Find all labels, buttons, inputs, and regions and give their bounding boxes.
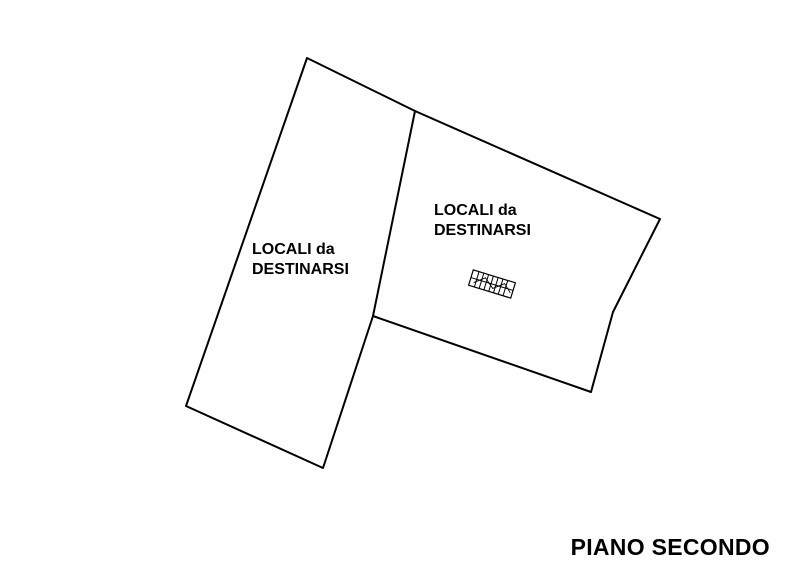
stairs-icon (467, 269, 517, 299)
dividing-wall (372, 110, 416, 317)
room-label-right: LOCALI da DESTINARSI (434, 201, 531, 241)
room-label-left-line1: LOCALI da (252, 241, 335, 258)
floor-title: PIANO SECONDO (570, 534, 770, 560)
room-label-right-line2: DESTINARSI (434, 222, 531, 239)
room-label-left: LOCALI da DESTINARSI (252, 240, 349, 280)
plan-outline (185, 57, 661, 469)
room-label-left-line2: DESTINARSI (252, 261, 349, 278)
room-label-right-line1: LOCALI da (434, 202, 517, 219)
